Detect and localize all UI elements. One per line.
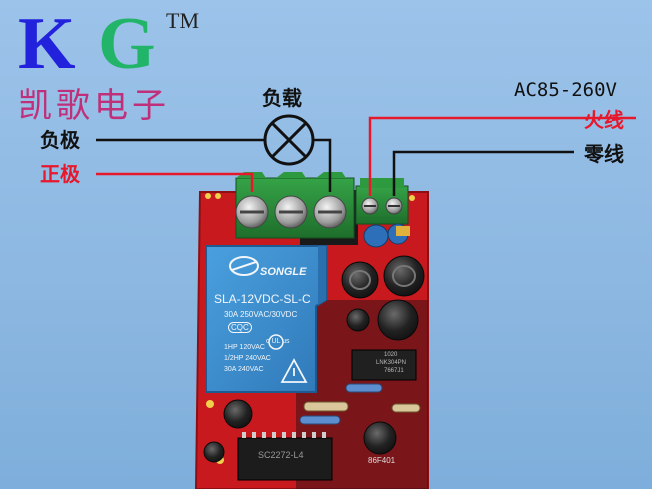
relay-hp-2: 1/2HP 240VAC [224, 355, 271, 362]
label-neutral-wire: 零线 [584, 142, 624, 166]
load-terminal-block [235, 172, 355, 239]
capacitors [203, 255, 425, 463]
trademark-mark: TM [166, 8, 199, 33]
relay-rating: 30A 250VAC/30VDC [224, 310, 298, 319]
label-live-wire: 火线 [584, 108, 624, 132]
label-positive: 正极 [40, 162, 80, 186]
warning-triangle-icon [280, 358, 308, 383]
label-load: 负载 [262, 86, 302, 110]
relay-ul: c UL us [266, 338, 290, 345]
regulator-text-3: 7667J1 [384, 368, 404, 374]
decoder-chip-text: SC2272-L4 [258, 450, 304, 460]
wiring-diagram [96, 116, 636, 196]
company-name-cn: 凯歌电子 [18, 86, 170, 126]
relay-hp-1: 1HP 120VAC [224, 344, 265, 351]
relay-module [205, 245, 327, 393]
label-voltage-range: AC85-260V [514, 79, 617, 101]
label-negative: 负极 [40, 128, 80, 152]
songle-logo-icon [229, 256, 259, 276]
regulator-text-2: LNK304PN [376, 360, 407, 366]
lamp-load-icon [263, 114, 315, 166]
power-terminal-block [355, 178, 409, 225]
regulator-text-1: 1020 [384, 352, 398, 358]
board-mark-text: 86F401 [368, 456, 396, 465]
ul-mark-icon [268, 334, 284, 350]
relay-model: SLA-12VDC-SL-C [214, 292, 311, 306]
relay-amp: 30A 240VAC [224, 366, 264, 373]
logo-letter-g: G [98, 3, 156, 85]
relay-brand: SONGLE [260, 266, 307, 278]
relay-cert: CQC [228, 322, 252, 333]
logo-letter-k: K [18, 3, 76, 85]
